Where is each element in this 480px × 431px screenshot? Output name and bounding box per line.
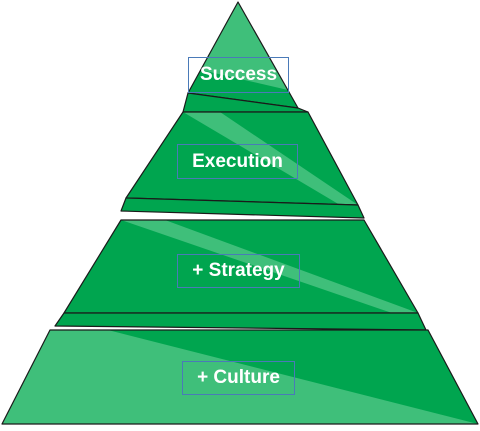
connector-band-3 [55, 313, 426, 330]
level-label-execution: Execution [177, 144, 298, 179]
pyramid-level-culture [1, 329, 479, 425]
connector-band-2-outline [120, 197, 365, 219]
pyramid-level-strategy [63, 219, 419, 314]
connector-band-1 [183, 93, 308, 112]
connector-band-2 [121, 198, 364, 218]
level-culture-highlight [2, 330, 478, 424]
level-success-highlight [201, 2, 288, 90]
level-label-culture: + Culture [182, 361, 295, 395]
level-culture-outline [1, 329, 479, 425]
level-execution-highlight [183, 112, 358, 205]
level-strategy-highlight [121, 220, 418, 313]
level-label-strategy: + Strategy [177, 254, 300, 288]
level-execution-shape [126, 112, 358, 205]
level-label-success: Success [188, 57, 289, 93]
